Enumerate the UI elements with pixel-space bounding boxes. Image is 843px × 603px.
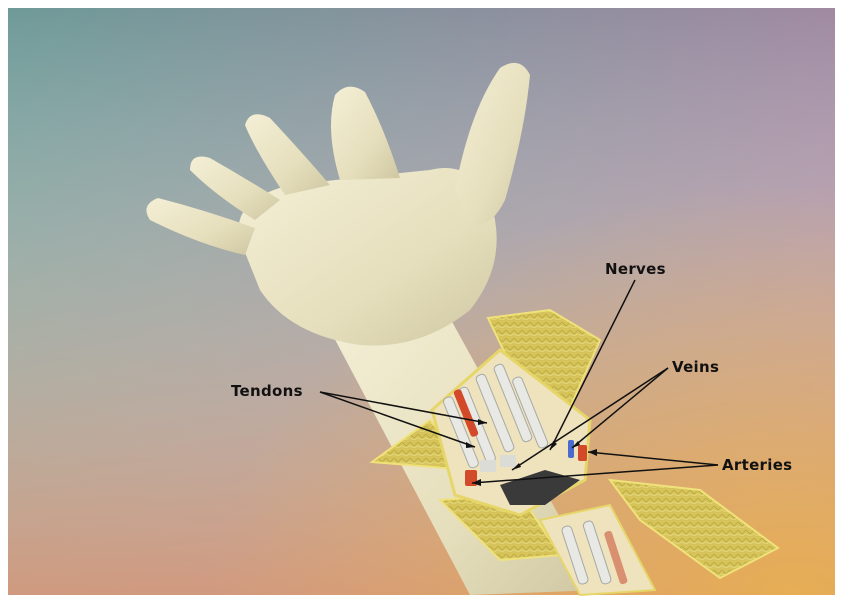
arteries-label: Arteries	[722, 456, 792, 474]
nerves-label: Nerves	[605, 260, 666, 278]
tendons-label: Tendons	[231, 382, 303, 400]
veins	[568, 440, 574, 458]
veins-label: Veins	[672, 358, 719, 376]
